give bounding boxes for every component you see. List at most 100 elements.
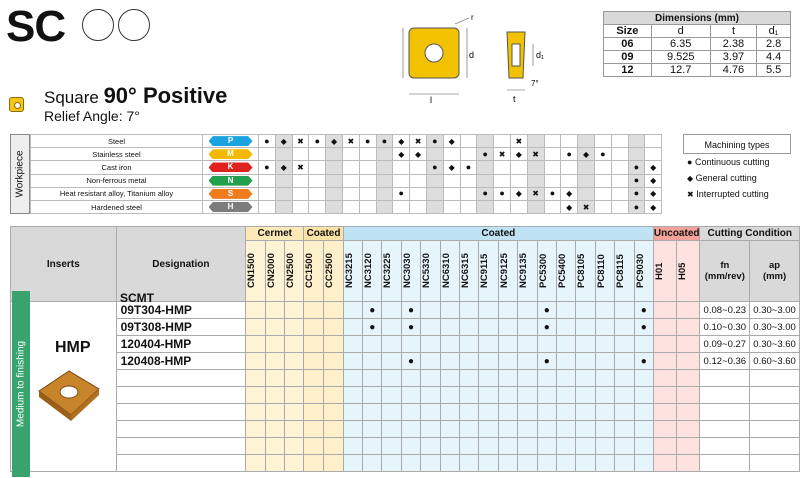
designation-cell: 120408-HMP: [115, 352, 247, 370]
interrupted-cutting-icon: [532, 188, 539, 198]
grade-suitability-cell: [610, 186, 629, 201]
grade-cell: [517, 318, 538, 336]
grade-suitability-cell: [358, 199, 377, 215]
grade-header: CN1500: [245, 240, 266, 302]
grade-cell: [400, 386, 422, 404]
fn-cell: [699, 403, 751, 421]
grade-suitability-cell: [526, 133, 545, 149]
fn-cell: 0.08~0.23: [699, 301, 751, 319]
grade-cell: [342, 335, 364, 353]
material-name: Steel: [30, 133, 203, 149]
grade-suitability-cell: [341, 186, 360, 201]
grade-suitability-cell: [392, 160, 411, 175]
grade-cell: [536, 335, 557, 353]
grades-table: Inserts Designation Cermet Coated Coated…: [10, 226, 800, 472]
designation-cell: 09T308-HMP: [115, 318, 247, 336]
grade-cell: [555, 437, 577, 455]
continuous-dot-icon: [687, 157, 692, 167]
grade-name: CC1500: [304, 253, 316, 289]
recommended-dot-icon: [544, 305, 550, 316]
grade-name: NC3120: [363, 253, 375, 289]
grade-cell: [342, 386, 364, 404]
insert-image: [38, 370, 100, 421]
table-row: [11, 386, 800, 404]
circle-icon: [82, 9, 114, 41]
continuous-cutting-icon: [634, 175, 639, 185]
grade-cell: [362, 352, 383, 370]
grade-cell: [381, 454, 402, 472]
grade-suitability-cell: [509, 147, 528, 162]
grade-cell: [614, 352, 635, 370]
grade-cell: [400, 420, 422, 438]
grade-cell: [575, 301, 596, 319]
machining-types-legend: Machining types Continuous cutting Gener…: [683, 134, 791, 202]
material-code-cell: H: [202, 199, 259, 215]
grade-cell: [594, 437, 616, 455]
grade-cell: [342, 369, 364, 387]
grade-cell: [633, 335, 654, 353]
grade-cell: [264, 454, 285, 472]
material-code-cell: K: [202, 160, 259, 175]
grade-cell: [283, 369, 305, 387]
grade-cell: [323, 386, 344, 404]
grade-header: NC3030: [400, 240, 422, 302]
grade-suitability-cell: [274, 173, 293, 188]
grade-cell: [459, 369, 480, 387]
grade-cell: [245, 301, 266, 319]
grade-suitability-cell: [442, 199, 461, 215]
fn-cell: [699, 369, 751, 387]
grade-suitability-cell: [476, 199, 495, 215]
grade-name: H01: [653, 262, 665, 280]
fn-cell: [699, 437, 751, 455]
grade-cell: [497, 335, 519, 353]
grade-suitability-cell: [425, 160, 444, 175]
grade-cell: [536, 403, 557, 421]
grade-cell: [342, 454, 364, 472]
inserts-header: Inserts: [10, 226, 117, 302]
grade-cell: [676, 386, 701, 404]
material-name: Heat resistant alloy, Titanium alloy: [30, 186, 203, 201]
grade-suitability-cell: [610, 147, 629, 162]
grade-cell: [420, 301, 441, 319]
material-code-cell: P: [202, 133, 259, 149]
grade-cell: [594, 386, 616, 404]
grade-cell: [342, 403, 364, 421]
designation-cell: [115, 420, 247, 438]
grade-suitability-cell: [644, 160, 663, 175]
grade-cell: [303, 335, 325, 353]
grade-cell: [676, 352, 701, 370]
grade-cell: [323, 403, 344, 421]
grade-suitability-cell: [274, 147, 293, 162]
grade-suitability-cell: [392, 133, 411, 149]
grade-cell: [614, 454, 635, 472]
material-code-cell: N: [202, 173, 259, 188]
grade-suitability-cell: [509, 173, 528, 188]
grade-suitability-cell: [258, 133, 276, 149]
grade-suitability-cell: [308, 147, 327, 162]
grade-cell: [264, 420, 285, 438]
dim-cell: 3.97: [709, 50, 758, 64]
general-cutting-icon: [281, 136, 287, 146]
grade-suitability-cell: [258, 160, 276, 175]
grade-suitability-cell: [560, 147, 579, 162]
designation-cell: [115, 454, 247, 472]
table-row: [11, 420, 800, 438]
grade-cell: [555, 386, 577, 404]
interrupted-cutting-icon: [297, 162, 304, 172]
dim-header: Size: [603, 24, 652, 38]
grade-header: NC6310: [439, 240, 461, 302]
grade-cell: [381, 403, 402, 421]
grade-cell: [264, 386, 285, 404]
grade-cell: [264, 301, 285, 319]
general-cutting-icon: [398, 149, 404, 159]
d-label: d: [469, 50, 474, 60]
grade-suitability-cell: [274, 160, 293, 175]
grade-cell: [459, 403, 480, 421]
dim-cell: 5.5: [756, 63, 791, 77]
grade-suitability-cell: [543, 133, 562, 149]
grade-cell: [381, 352, 402, 370]
grade-cell: [400, 301, 422, 319]
